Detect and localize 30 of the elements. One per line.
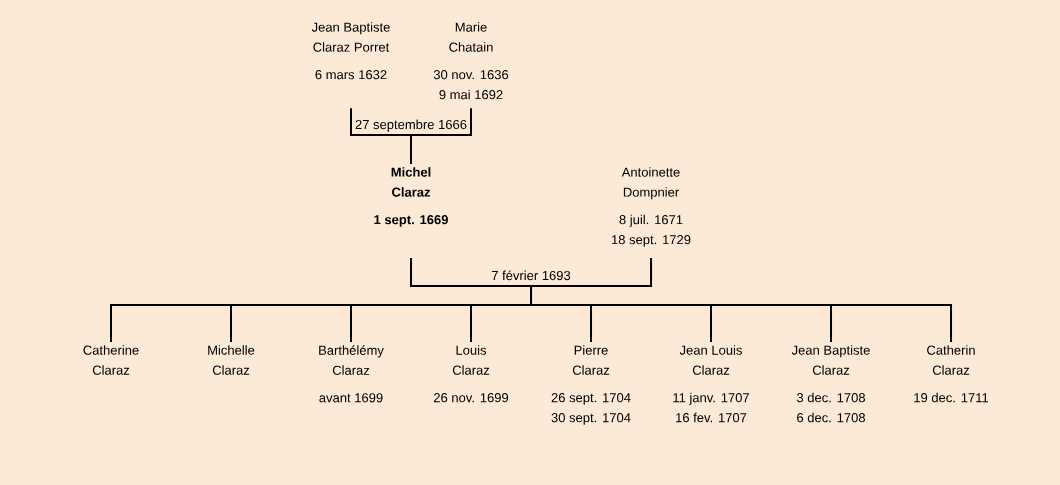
person-name: Jean Baptiste Claraz Porret (311, 22, 390, 52)
person-name: Antoinette Dompnier (621, 167, 680, 200)
edge-label: 7 février 1693 (490, 269, 572, 282)
person-name: Marie Chatain (449, 22, 493, 52)
connector-line (410, 107, 472, 165)
date: 6 mars 1632 (315, 70, 387, 80)
date: 26 nov. 1699 (433, 393, 509, 403)
person-name: Jean Baptiste Claraz (791, 345, 870, 375)
date: 8 juil. 1671 (619, 214, 683, 227)
person-name: Michelle Claraz (208, 345, 255, 375)
person-name: Catherin Claraz (927, 345, 975, 375)
date: avant 1699 (319, 393, 383, 403)
person-name: Michel Claraz (391, 167, 431, 197)
person-name: Louis Claraz (452, 345, 490, 375)
date: 18 sept. 1729 (612, 235, 691, 247)
person-name: Jean Louis Claraz (679, 345, 742, 375)
date: 30 sept. 1704 (551, 413, 631, 425)
person-name: Pierre Claraz (572, 345, 610, 375)
date: 16 fev. 1707 (676, 412, 747, 423)
date: 19 dec. 1711 (914, 392, 989, 403)
person-name: Barthélémy Claraz (319, 345, 384, 375)
date: 1 sept. 1669 (374, 215, 448, 227)
person-name: Catherine Claraz (83, 345, 139, 375)
date: 3 dec. 1708 (796, 392, 865, 403)
date: 9 mai 1692 (439, 89, 503, 100)
date: 6 dec. 1708 (797, 412, 865, 423)
connector-line (530, 257, 952, 343)
date: 11 janv. 1707 (673, 392, 749, 405)
date: 26 sept. 1704 (551, 393, 631, 405)
date: 30 nov. 1636 (433, 70, 509, 80)
